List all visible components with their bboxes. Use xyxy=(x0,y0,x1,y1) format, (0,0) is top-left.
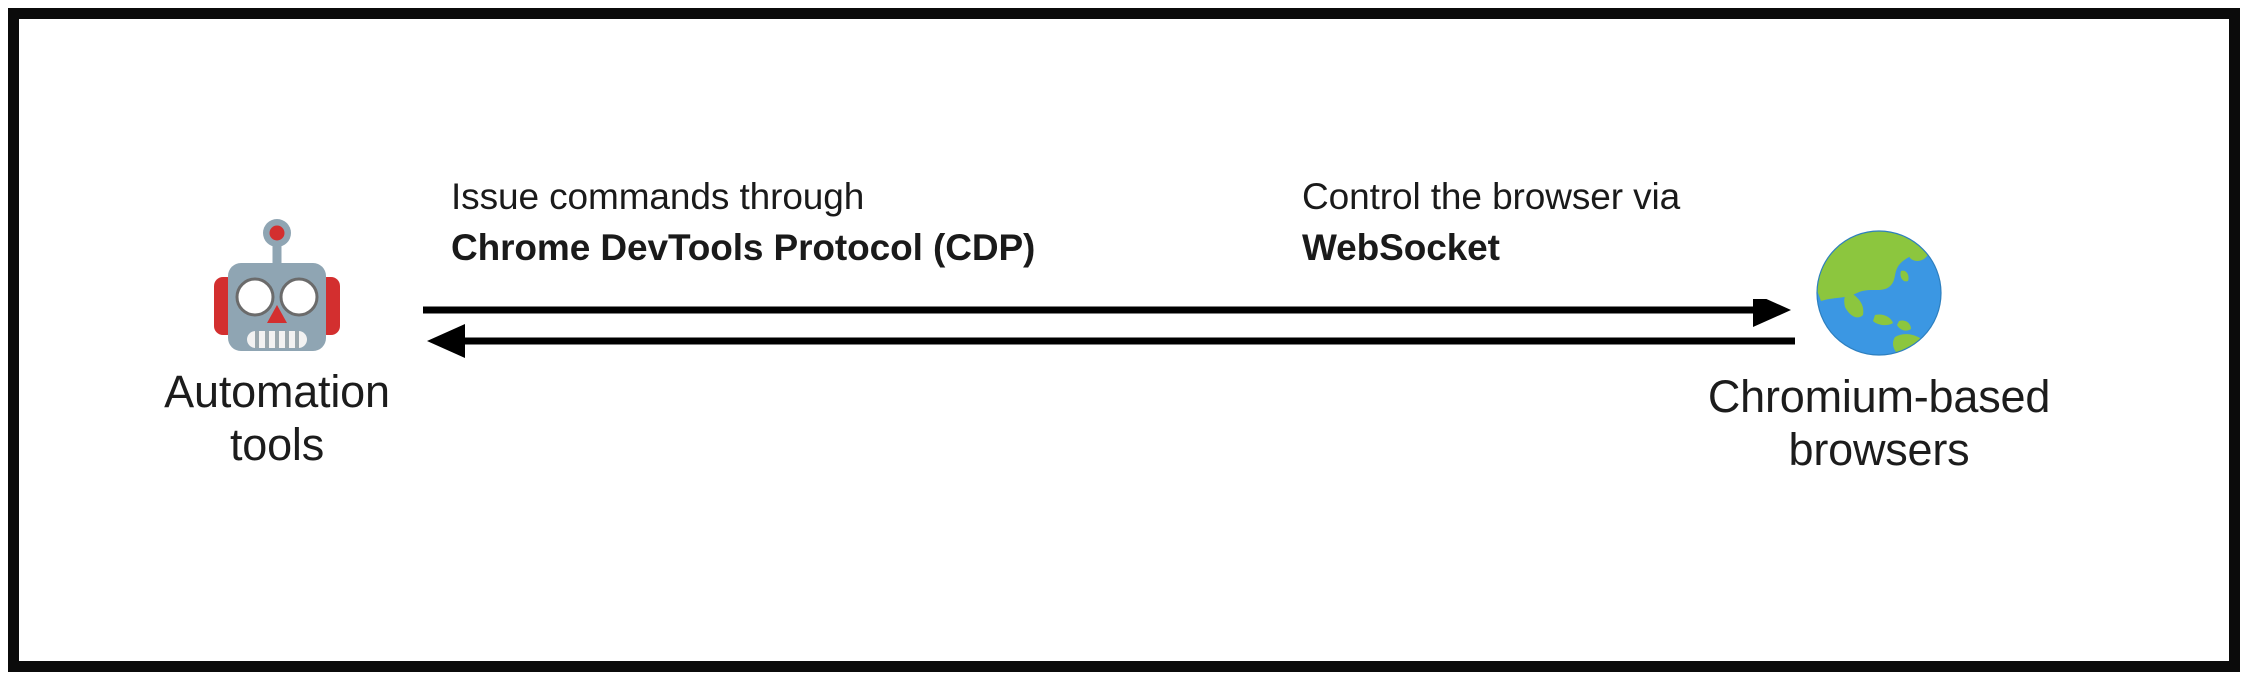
figure-border: Automation tools Issue commands through … xyxy=(8,8,2240,672)
arrow-to-tools xyxy=(427,324,1795,358)
diagram-canvas: Automation tools Issue commands through … xyxy=(19,19,2229,661)
connector-label-inbound-line2: WebSocket xyxy=(1302,226,1500,268)
connector-label-outbound-line1: Issue commands through xyxy=(451,176,865,217)
globe-icon-wrap xyxy=(1659,219,2099,359)
connector-label-outbound-line2: Chrome DevTools Protocol (CDP) xyxy=(451,226,1036,268)
robot-icon-wrap xyxy=(127,214,427,354)
arrows-svg xyxy=(423,293,1795,358)
arrow-to-browser xyxy=(423,293,1791,327)
node-chromium-browsers: Chromium-based browsers xyxy=(1659,219,2099,476)
connector-label-inbound: Control the browser via WebSocket xyxy=(1302,174,1680,271)
connector-label-inbound-line1: Control the browser via xyxy=(1302,176,1681,217)
connector-label-outbound: Issue commands through Chrome DevTools P… xyxy=(451,174,1035,271)
robot-icon xyxy=(214,219,340,351)
node-label-automation-tools: Automation tools xyxy=(164,366,390,470)
node-automation-tools: Automation tools xyxy=(127,214,427,471)
node-label-chromium-browsers: Chromium-based browsers xyxy=(1707,371,2051,475)
globe-icon xyxy=(1816,230,1942,356)
connector-arrows xyxy=(419,293,1799,359)
